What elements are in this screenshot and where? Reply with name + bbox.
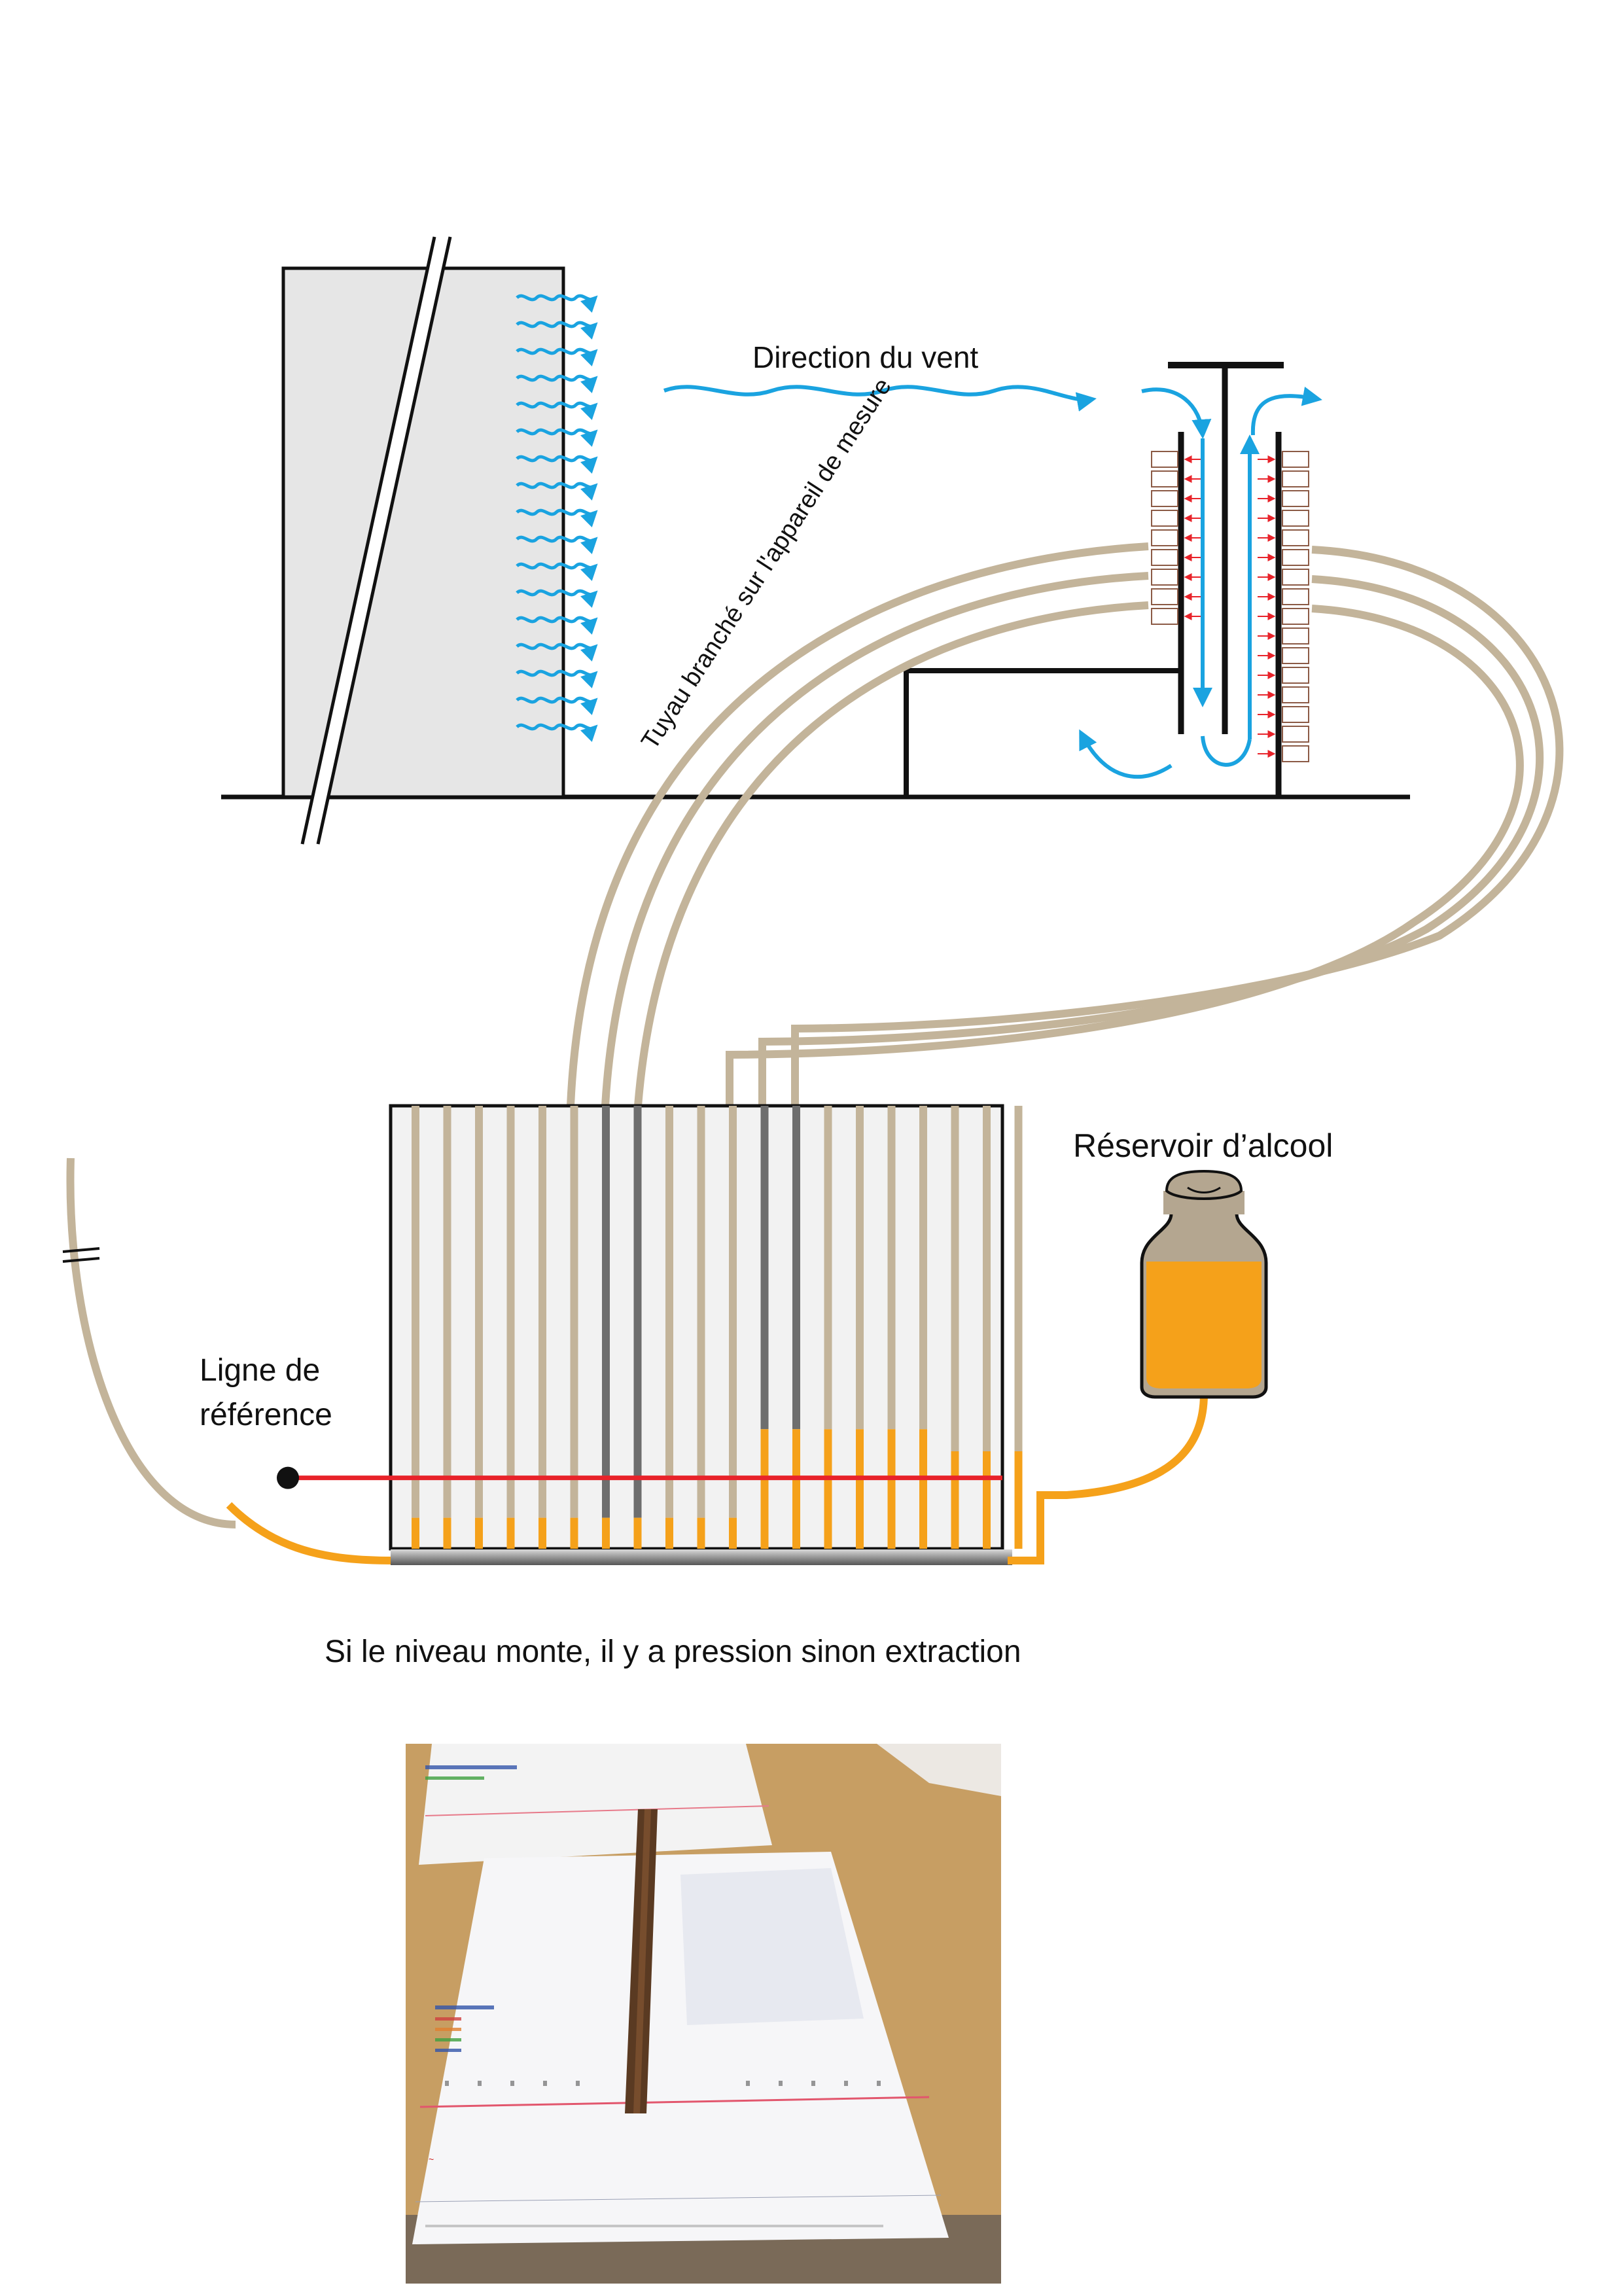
right-port [1282, 706, 1309, 723]
wind-wave-arrow [516, 643, 598, 662]
open-air-hose-alcohol [226, 1502, 393, 1564]
wind-direction-arrow [663, 385, 1097, 412]
right-port [1282, 745, 1309, 762]
reservoir-feed-hose [1008, 1393, 1208, 1564]
hose-break-mark [62, 1247, 100, 1263]
building-scene: Direction du vent Tuyau branché sur l'ap… [221, 236, 1410, 845]
wind-wave-arrow [516, 455, 598, 474]
hose-left-2 [601, 572, 1149, 1106]
right-port [1282, 549, 1309, 566]
right-port [1282, 588, 1309, 605]
break-gap [302, 237, 450, 844]
left-port [1151, 608, 1178, 625]
wind-wave-arrow [516, 482, 598, 501]
wind-wave-arrow [516, 696, 598, 715]
left-port [1151, 470, 1178, 487]
roof-volume [904, 668, 1181, 797]
wind-wave-arrow [516, 321, 598, 340]
right-port [1282, 470, 1309, 487]
wind-wave-arrow [516, 401, 598, 420]
reference-point [277, 1466, 299, 1489]
measurement-photo: ~ [406, 1744, 1001, 2284]
right-port [1282, 627, 1309, 645]
caption: Si le niveau monte, il y a pression sino… [325, 1634, 1021, 1669]
photo-scene: ~ [406, 1744, 1001, 2284]
panel-base [391, 1549, 1012, 1565]
right-port [1282, 726, 1309, 743]
right-port [1282, 667, 1309, 684]
wind-wave-arrow [516, 428, 598, 447]
measuring-device [1079, 362, 1322, 797]
hose-left-1 [567, 542, 1149, 1106]
panel-frame [389, 1104, 1004, 1551]
right-port [1282, 490, 1309, 507]
wind-wave-arrow [516, 374, 598, 393]
left-exit-arrow [1079, 729, 1173, 779]
bottle-cap [1165, 1169, 1243, 1200]
hose-right-3 [726, 605, 1524, 1106]
right-port [1282, 647, 1309, 664]
left-port [1151, 490, 1178, 507]
wind-wave-arrow [516, 669, 598, 688]
right-port [1282, 510, 1309, 527]
hoses [66, 542, 1564, 1528]
wind-wave-arrow [516, 294, 598, 313]
downflow-arrow [1141, 387, 1212, 439]
reservoir-label: Réservoir d’alcool [1073, 1127, 1333, 1164]
left-port [1151, 451, 1178, 468]
right-port [1282, 686, 1309, 703]
reference-label-line-2: référence [200, 1398, 332, 1432]
wind-direction-label: Direction du vent [752, 340, 978, 374]
bottom-u-flow [1201, 735, 1252, 767]
left-port [1151, 510, 1178, 527]
svg-text:~: ~ [429, 2154, 434, 2164]
left-port [1151, 529, 1178, 546]
wind-wave-arrow [516, 589, 598, 608]
bottle-cap-mark [1187, 1186, 1221, 1193]
open-air-hose [66, 1157, 236, 1528]
reference-label-line-1: Ligne de [200, 1353, 320, 1388]
right-port [1282, 529, 1309, 546]
wind-wave-arrow [516, 562, 598, 581]
top-exit-arrow [1250, 386, 1322, 436]
wind-wave-arrow [516, 347, 598, 366]
wind-wave-arrow [516, 616, 598, 635]
alcohol-reservoir: Réservoir d’alcool [1073, 1127, 1333, 1399]
facade-wind-arrows [516, 294, 598, 742]
wind-wave-arrow [516, 723, 598, 742]
hose-left-3 [634, 601, 1149, 1106]
right-port [1282, 569, 1309, 586]
pressure-ports [1151, 451, 1309, 762]
left-port [1151, 569, 1178, 586]
wind-wave-arrow [516, 508, 598, 527]
paper-sheet-icon [419, 1744, 772, 1865]
manometer-tubes [412, 1106, 1023, 1549]
hose-right-1 [791, 546, 1564, 1106]
bottle-liquid [1146, 1262, 1262, 1388]
right-port [1282, 608, 1309, 625]
hose-right-2 [758, 575, 1544, 1106]
break-line [316, 236, 452, 845]
break-line [300, 236, 436, 845]
left-port [1151, 588, 1178, 605]
manometer-panel: Ligne de référence [200, 1104, 1023, 1565]
left-port [1151, 549, 1178, 566]
right-port [1282, 451, 1309, 468]
wind-wave-arrow [516, 535, 598, 554]
